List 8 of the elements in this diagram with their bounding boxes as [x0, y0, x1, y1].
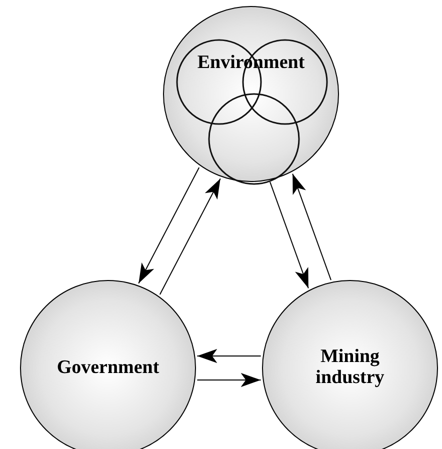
node-label: Government [56, 358, 160, 378]
arrow [292, 173, 332, 281]
node-label: Mining industry [314, 347, 386, 389]
arrow [196, 349, 262, 363]
arrow [196, 373, 262, 387]
arrow [138, 167, 200, 284]
arrow [159, 178, 221, 295]
arrow [270, 181, 309, 289]
